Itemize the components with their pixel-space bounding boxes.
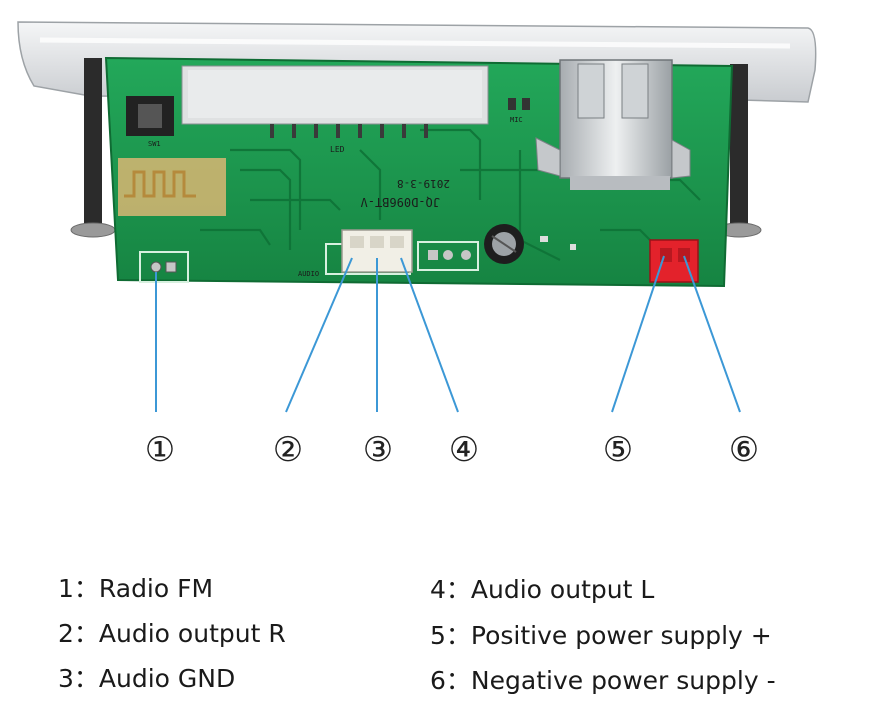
pcb-board: 2019-3-8 JQ-D096BT-V LED AUDIO MIC SW1 xyxy=(104,56,734,288)
legend-number: 3 xyxy=(58,664,74,693)
date-silkscreen: 2019-3-8 xyxy=(397,177,450,190)
callout-2: ② xyxy=(272,430,304,470)
callout-3: ③ xyxy=(362,430,394,470)
leader-line-2 xyxy=(285,257,353,413)
legend-label: Audio output L xyxy=(470,575,655,604)
legend-label: Positive power supply + xyxy=(470,621,772,650)
standoffs xyxy=(70,58,762,238)
legend-number: 1 xyxy=(58,574,74,603)
audio-silkscreen: AUDIO xyxy=(298,270,319,278)
legend-number: 2 xyxy=(58,619,74,648)
callout-5: ⑤ xyxy=(602,430,634,470)
legend-colon: ： xyxy=(73,664,99,693)
legend-label: Negative power supply - xyxy=(470,666,776,695)
legend-number: 6 xyxy=(430,666,446,695)
legend-item-5: 5：Positive power supply + xyxy=(430,616,772,652)
legend-label: Radio FM xyxy=(98,574,214,603)
legend-item-4: 4：Audio output L xyxy=(430,570,654,606)
legend-label: Audio GND xyxy=(98,664,236,693)
model-silkscreen: JQ-D096BT-V xyxy=(361,195,440,209)
led-silkscreen: LED xyxy=(330,145,345,154)
legend-number: 4 xyxy=(430,575,446,604)
callout-6: ⑥ xyxy=(728,430,760,470)
legend-item-3: 3：Audio GND xyxy=(58,659,235,695)
legend-colon: ： xyxy=(73,619,99,648)
legend-colon: ： xyxy=(445,621,471,650)
leader-line-5 xyxy=(611,255,665,413)
legend-item-2: 2：Audio output R xyxy=(58,614,286,650)
legend-colon: ： xyxy=(445,666,471,695)
legend-colon: ： xyxy=(73,574,99,603)
mic-silkscreen: MIC xyxy=(510,116,523,124)
leader-lines xyxy=(155,255,741,413)
legend-item-1: 1：Radio FM xyxy=(58,569,213,605)
legend-item-6: 6：Negative power supply - xyxy=(430,661,776,697)
callout-1: ① xyxy=(144,430,176,470)
legend-number: 5 xyxy=(430,621,446,650)
sw-silkscreen: SW1 xyxy=(148,140,161,148)
leader-line-4 xyxy=(400,257,459,413)
leader-line-6 xyxy=(683,255,741,413)
legend-label: Audio output R xyxy=(98,619,286,648)
legend-colon: ： xyxy=(445,575,471,604)
callout-4: ④ xyxy=(448,430,480,470)
